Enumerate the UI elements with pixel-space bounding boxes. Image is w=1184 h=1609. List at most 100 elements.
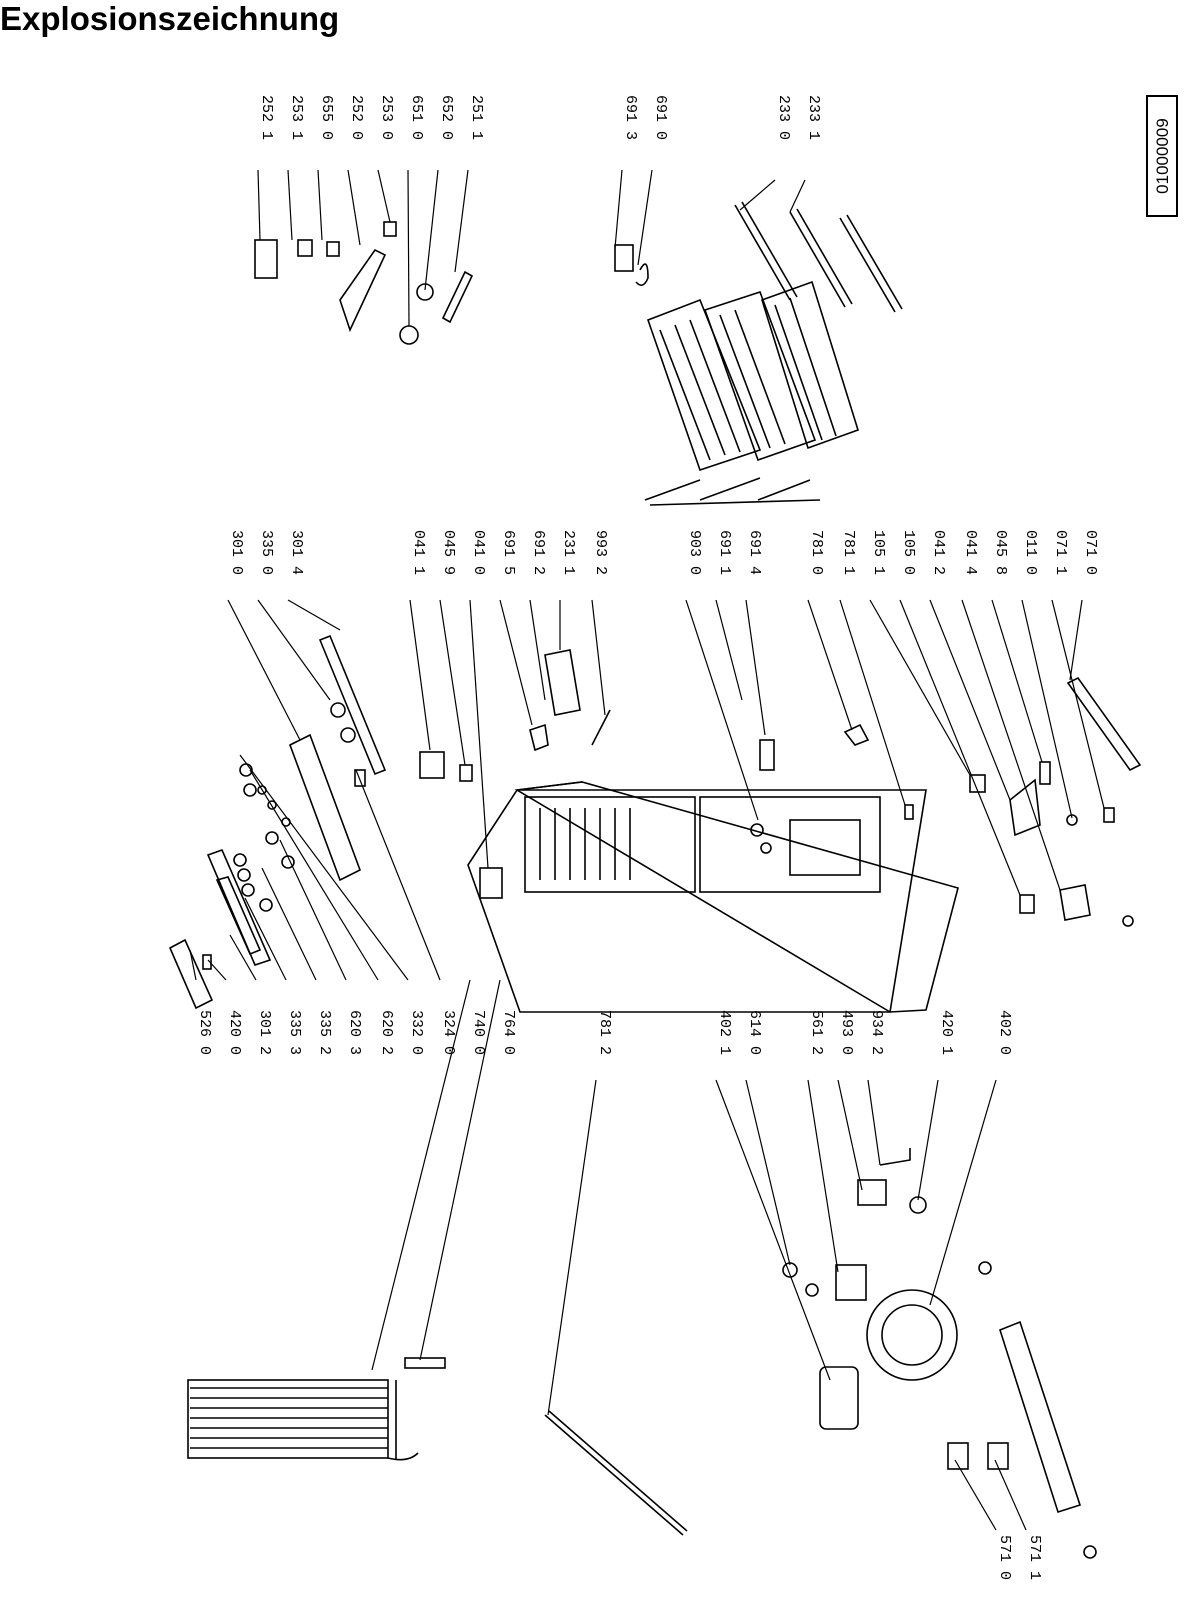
leader-line xyxy=(869,599,971,776)
part-number-label: 253 1 xyxy=(288,95,305,140)
leader-line xyxy=(715,1079,831,1381)
leader-line xyxy=(261,867,317,981)
document-code-box: 01000009 xyxy=(1146,95,1178,217)
part-number-label: 071 1 xyxy=(1052,530,1069,575)
part-number-label: 781 2 xyxy=(596,1010,613,1055)
part-number-label: 993 2 xyxy=(592,530,609,575)
part-number-label: 691 5 xyxy=(500,530,517,575)
condenser-coil-drawing xyxy=(187,1357,446,1461)
part-number-label: 253 0 xyxy=(378,95,395,140)
leader-line xyxy=(591,599,606,716)
part-number-label: 045 9 xyxy=(440,530,457,575)
part-number-label: 041 0 xyxy=(470,530,487,575)
leader-line xyxy=(685,599,759,821)
part-number-label: 301 0 xyxy=(228,530,245,575)
part-number-label: 231 1 xyxy=(560,530,577,575)
leader-line xyxy=(407,169,410,327)
leader-line xyxy=(991,599,1043,763)
part-number-label: 233 0 xyxy=(775,95,792,140)
hinge-parts-drawing xyxy=(254,221,649,345)
part-number-label: 420 1 xyxy=(938,1010,955,1055)
leader-line xyxy=(637,169,653,266)
leader-line xyxy=(454,169,469,273)
document-code: 01000009 xyxy=(1153,118,1172,194)
part-number-label: 561 2 xyxy=(808,1010,825,1055)
part-number-label: 691 0 xyxy=(652,95,669,140)
leader-line xyxy=(424,169,439,291)
compressor-drawing xyxy=(782,1148,1097,1559)
leader-line xyxy=(917,1079,939,1201)
leader-line xyxy=(377,169,391,223)
leader-line xyxy=(739,179,776,211)
leader-line xyxy=(715,599,743,701)
part-number-label: 620 2 xyxy=(378,1010,395,1055)
page-title: Explosionszeichnung xyxy=(0,0,340,37)
leader-line xyxy=(745,599,766,736)
leader-lines xyxy=(189,169,1105,1531)
part-number-label: 903 0 xyxy=(686,530,703,575)
wire-shelves-drawing xyxy=(644,280,859,506)
part-number-label: 324 0 xyxy=(440,1010,457,1055)
part-number-label: 781 1 xyxy=(840,530,857,575)
part-number-label: 105 1 xyxy=(870,530,887,575)
part-number-label: 301 4 xyxy=(288,530,305,575)
leader-line xyxy=(614,169,623,249)
leader-line xyxy=(745,1079,791,1266)
part-number-label: 335 2 xyxy=(316,1010,333,1055)
part-number-label: 620 3 xyxy=(346,1010,363,1055)
leader-line xyxy=(954,1459,997,1531)
leader-line xyxy=(257,599,331,701)
leader-line xyxy=(469,599,489,869)
part-number-label: 781 0 xyxy=(808,530,825,575)
control-panel-drawing xyxy=(257,634,387,882)
part-number-label: 252 0 xyxy=(348,95,365,140)
part-number-label: 691 4 xyxy=(746,530,763,575)
cabinet-body-drawing xyxy=(467,781,959,1013)
leader-line xyxy=(371,979,471,1371)
leader-line xyxy=(229,934,257,981)
part-number-label: 691 2 xyxy=(530,530,547,575)
leader-line xyxy=(355,769,441,981)
leader-line xyxy=(929,599,1011,801)
part-number-label: 402 1 xyxy=(716,1010,733,1055)
leader-line xyxy=(547,1079,597,1416)
part-number-label: 764 0 xyxy=(500,1010,517,1055)
part-number-label: 251 1 xyxy=(468,95,485,140)
leader-line xyxy=(439,599,466,766)
part-number-label: 335 3 xyxy=(286,1010,303,1055)
part-number-label: 332 0 xyxy=(408,1010,425,1055)
leader-line xyxy=(1069,599,1083,681)
part-number-label: 691 1 xyxy=(716,530,733,575)
part-number-label: 420 0 xyxy=(226,1010,243,1055)
part-number-label: 934 2 xyxy=(868,1010,885,1055)
part-number-label: 233 1 xyxy=(805,95,822,140)
leader-line xyxy=(899,599,1021,896)
part-number-label: 651 0 xyxy=(408,95,425,140)
part-number-label: 614 0 xyxy=(746,1010,763,1055)
leader-line xyxy=(789,179,806,213)
part-number-label: 252 1 xyxy=(258,95,275,140)
leader-line xyxy=(287,599,341,631)
part-number-label: 571 0 xyxy=(996,1535,1013,1580)
leader-line xyxy=(244,897,287,981)
part-number-label: 655 0 xyxy=(318,95,335,140)
part-number-label: 105 0 xyxy=(900,530,917,575)
leader-line xyxy=(227,599,301,741)
leader-line xyxy=(837,1079,863,1191)
leader-line xyxy=(287,169,293,241)
leader-line xyxy=(239,754,409,981)
leader-line xyxy=(347,169,361,246)
leader-line xyxy=(317,169,323,241)
leader-line xyxy=(1021,599,1073,819)
part-number-label: 071 0 xyxy=(1082,530,1099,575)
leader-line xyxy=(839,599,906,806)
leader-line xyxy=(961,599,1061,891)
part-number-label: 571 1 xyxy=(1026,1535,1043,1580)
leader-line xyxy=(419,979,501,1361)
leader-line xyxy=(499,599,533,726)
part-number-label: 493 0 xyxy=(838,1010,855,1055)
door-rails-drawing xyxy=(734,201,903,313)
part-number-label: 335 0 xyxy=(258,530,275,575)
left-controls-drawing xyxy=(168,763,295,1010)
part-number-label: 045 8 xyxy=(992,530,1009,575)
